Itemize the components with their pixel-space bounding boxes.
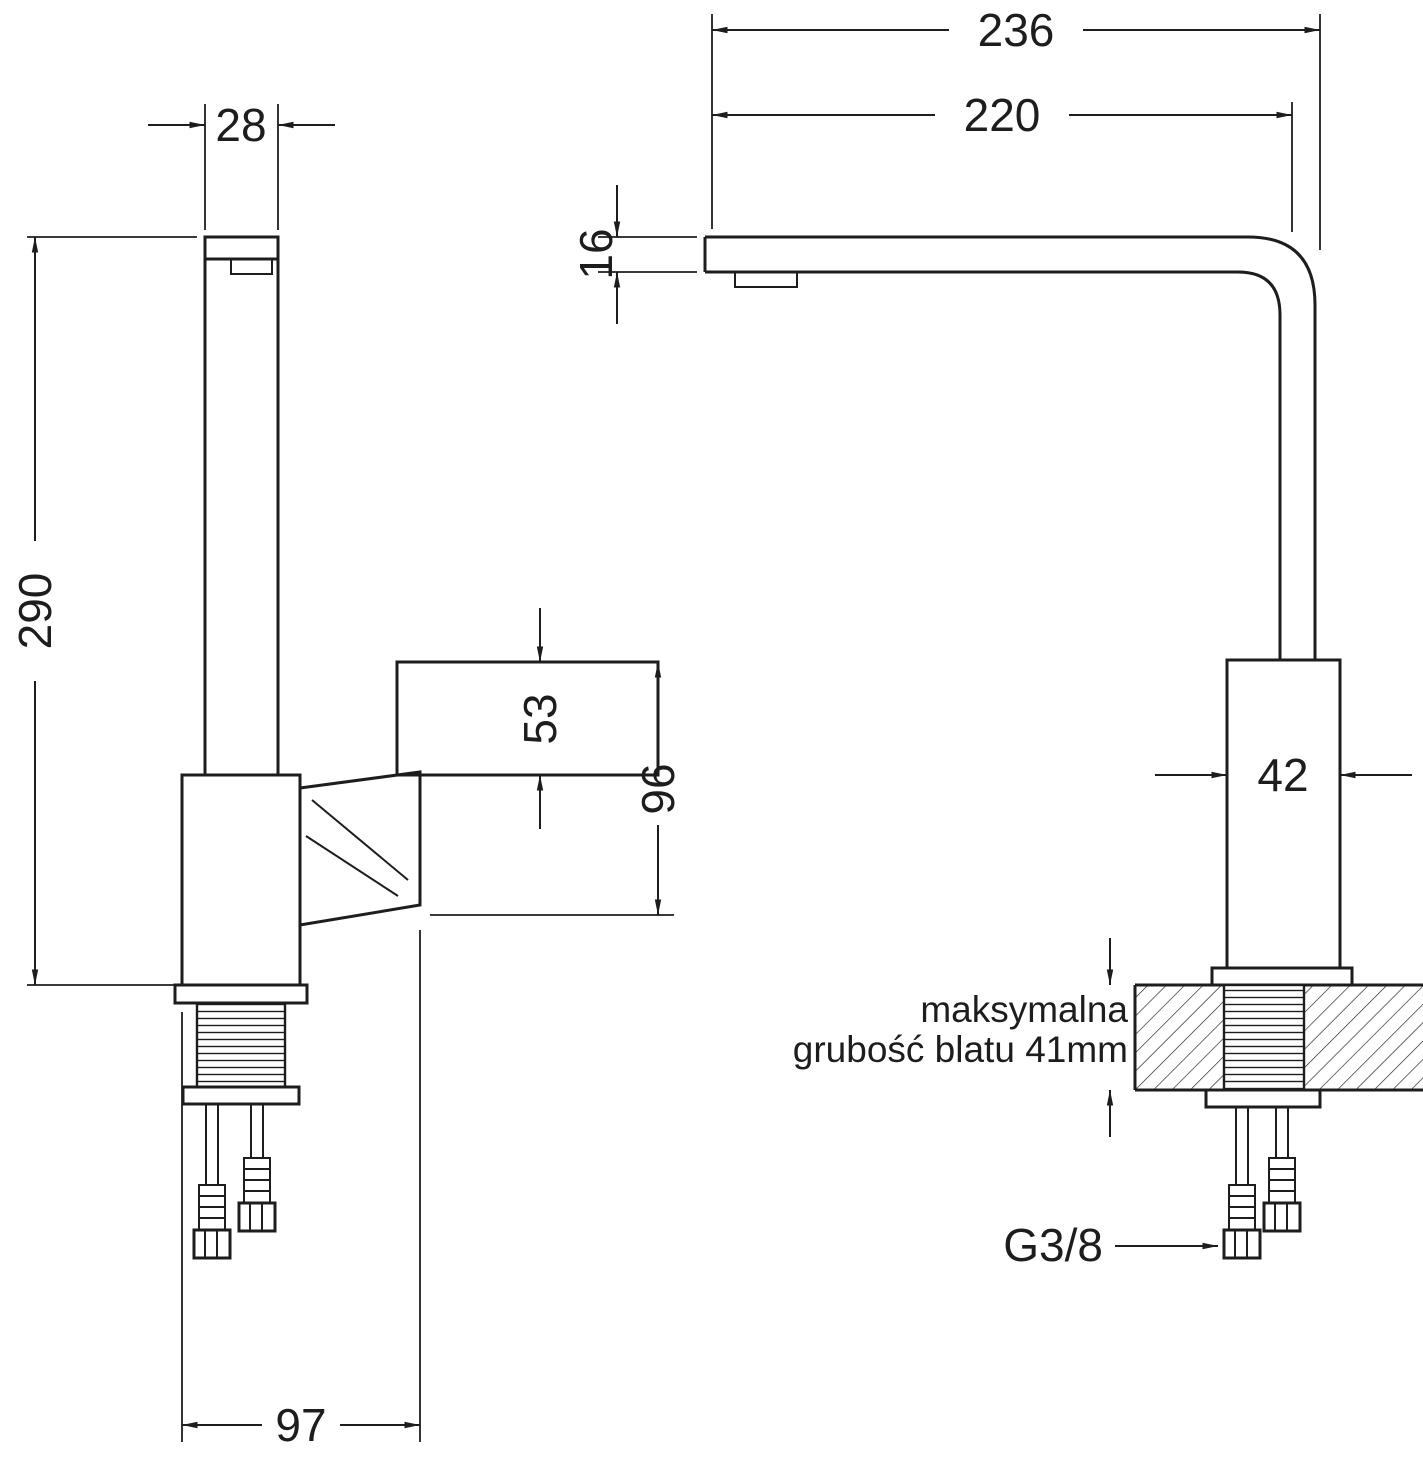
dimension-base-reach-97: 97 xyxy=(181,930,421,1451)
front-view xyxy=(703,235,1423,1260)
side-view xyxy=(173,235,660,1260)
dimension-overall-height-290: 290 xyxy=(9,236,197,986)
base-flange-front xyxy=(1210,966,1354,987)
dim-label-42: 42 xyxy=(1257,749,1308,801)
mounting-nut-front xyxy=(1204,1088,1322,1109)
spout-outer-edge xyxy=(705,235,1317,660)
dimension-spout-reach-220: 220 xyxy=(712,89,1293,232)
body-front-outline xyxy=(1225,658,1342,970)
counter-note-line1: maksymalna xyxy=(920,989,1128,1030)
dim-label-290: 290 xyxy=(9,573,61,650)
base-flange-side xyxy=(173,983,309,1005)
dim-label-236: 236 xyxy=(978,4,1055,56)
hose-nut xyxy=(1222,1228,1262,1260)
aerator xyxy=(734,271,798,288)
dimension-counter-thickness: maksymalna grubość blatu 41mm xyxy=(793,938,1128,1137)
spout-column xyxy=(203,235,280,777)
threaded-shank-side xyxy=(195,1001,287,1089)
counter-note-line2: grubość blatu 41mm xyxy=(793,1029,1128,1070)
dim-label-97: 97 xyxy=(275,1399,326,1451)
dimension-body-width-42: 42 xyxy=(1155,749,1412,801)
dimension-spout-width-28: 28 xyxy=(148,99,335,230)
faucet-spout-side xyxy=(203,235,280,777)
thread-callout-g38: G3/8 xyxy=(1003,1219,1218,1271)
faucet-spout-front xyxy=(703,235,1317,660)
faucet-body-side xyxy=(173,773,309,1005)
hose-nut xyxy=(1262,1201,1302,1233)
dim-label-96: 96 xyxy=(632,763,684,814)
dimension-overall-reach-236: 236 xyxy=(711,4,1321,250)
faucet-body-front xyxy=(1210,658,1354,987)
dim-label-53: 53 xyxy=(514,693,566,744)
faucet-handle-side xyxy=(298,660,660,927)
thread-label: G3/8 xyxy=(1003,1219,1103,1271)
dimension-lever-height-53: 53 xyxy=(514,608,566,829)
spout-cap-detail xyxy=(230,258,273,275)
dim-label-220: 220 xyxy=(964,89,1041,141)
dim-label-16: 16 xyxy=(570,228,622,279)
hose-nut xyxy=(192,1228,232,1260)
dimension-spout-thickness-16: 16 xyxy=(570,185,697,324)
spout-inner-edge xyxy=(705,270,1282,660)
lever-housing xyxy=(298,770,422,927)
mounting-hardware-front xyxy=(1204,983,1322,1260)
threaded-shank-front xyxy=(1222,983,1306,1092)
dimension-body-height-96: 96 xyxy=(430,662,684,916)
dim-label-28: 28 xyxy=(215,99,266,151)
body-side-outline xyxy=(180,773,302,987)
mounting-hardware-side xyxy=(181,1001,301,1260)
hose-nut xyxy=(237,1201,277,1233)
mounting-nut-side xyxy=(181,1085,301,1106)
